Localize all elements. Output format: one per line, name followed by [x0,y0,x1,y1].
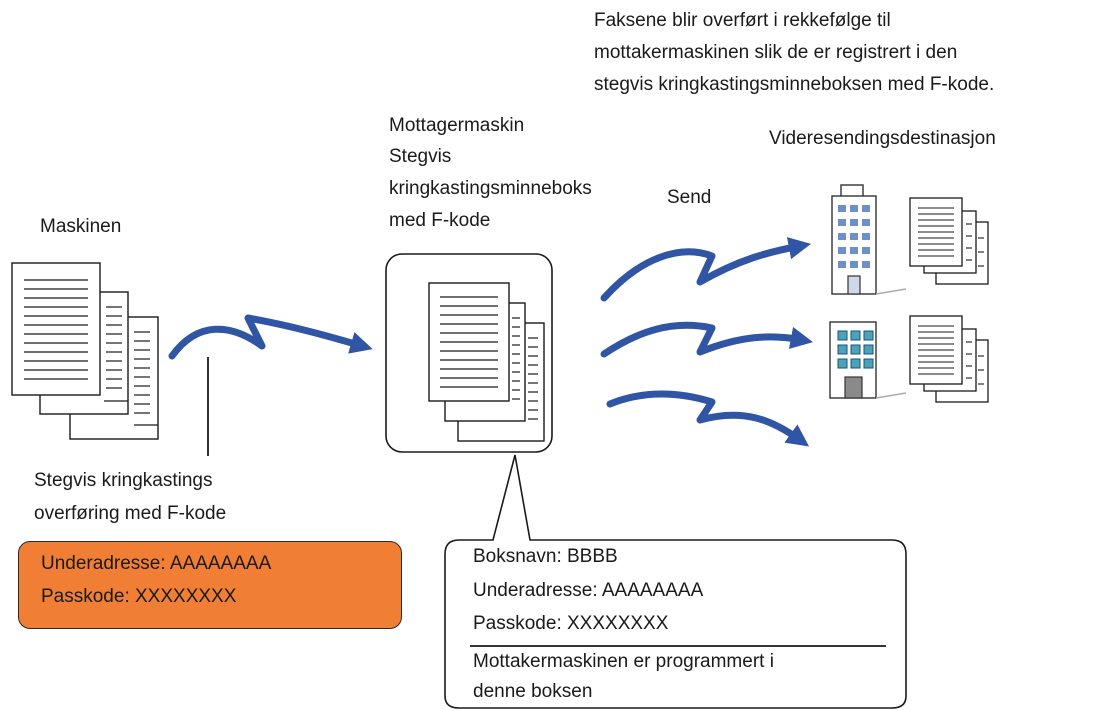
memory-box-document-stack-icon [428,282,545,442]
transfer-label-line-1: Stegvis kringkastings [34,470,213,491]
sender-passcode: Passkode: XXXXXXXX [41,586,237,607]
receiver-label-line-1: Mottagermaskin [389,115,525,136]
machine-label: Maskinen [40,216,122,237]
destination-document-stack-icon-1 [909,197,989,285]
receiver-label-line-2: Stegvis [389,146,452,167]
send-arrow-icon-1 [600,237,812,302]
office-building-icon-1 [831,184,907,295]
send-arrow-icon-3 [606,390,810,447]
receiver-label-line-3: kringkastingsminneboks [389,178,592,199]
transfer-label-line-2: overføring med F-kode [34,503,227,524]
callout-box-name: Boksnavn: BBBB [473,546,618,567]
destination-document-stack-icon-2 [909,315,989,403]
callout-note-line-1: Mottakermaskinen er programmert i [473,651,774,672]
header-note-line-2: mottakermaskinen slik de er registrert i… [594,42,958,63]
office-building-icon-2 [829,321,907,399]
callout-passcode: Passkode: XXXXXXXX [473,613,669,634]
sender-settings-box: Underadresse: AAAAAAAA Passkode: XXXXXXX… [18,541,402,629]
receiver-label-line-4: med F-kode [389,210,491,231]
send-label: Send [667,187,712,208]
box-callout-frame [444,454,907,709]
callout-subaddress: Underadresse: AAAAAAAA [473,580,704,601]
callout-note-line-2: denne boksen [473,681,593,702]
send-arrow-icon-2 [600,321,814,358]
sender-subaddress: Underadresse: AAAAAAAA [41,553,272,574]
header-note-line-1: Faksene blir overført i rekkefølge til [594,10,891,31]
forward-destination-label: Videresendingsdestinasjon [769,128,996,149]
sender-document-stack-icon [11,262,159,440]
header-note-line-3: stegvis kringkastingsminneboksen med F-k… [594,74,995,95]
transfer-arrow-icon [168,314,373,360]
